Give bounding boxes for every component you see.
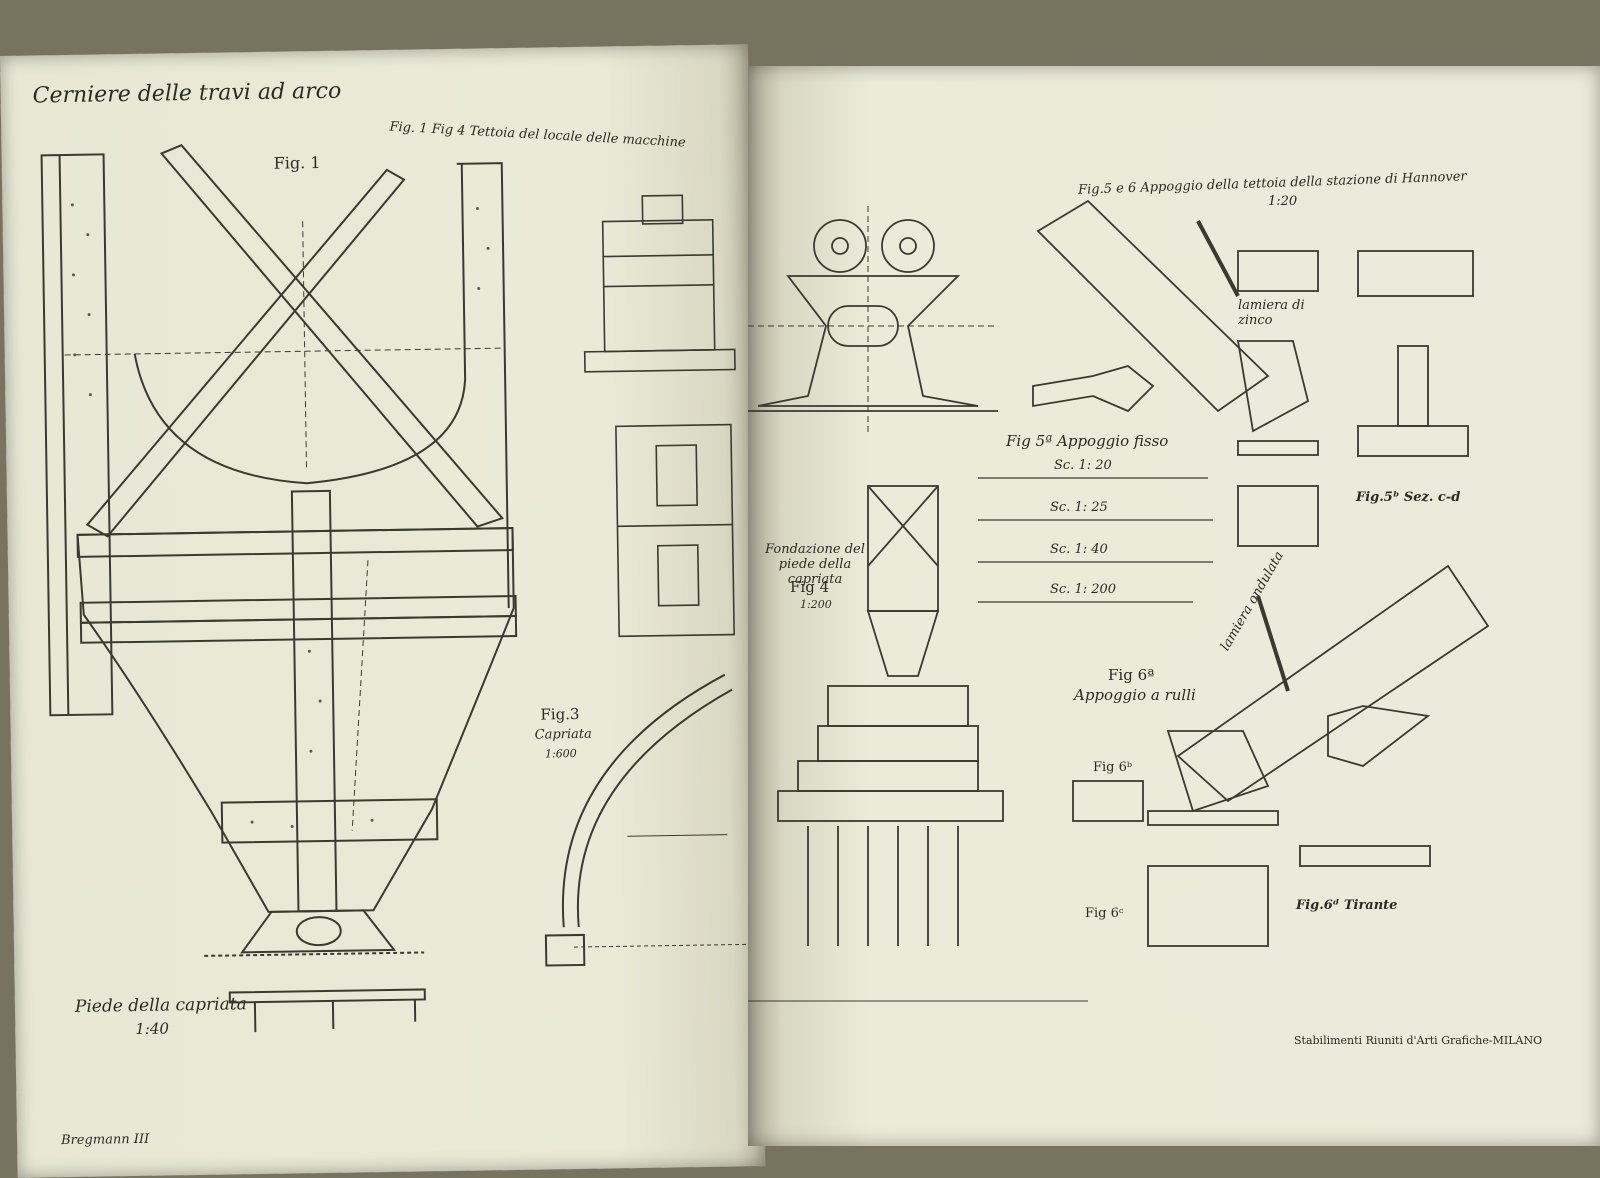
fig-small-plan bbox=[615, 423, 735, 638]
lamiera-zinco-label: lamiera di zinco bbox=[1238, 298, 1305, 328]
fig5a-caption: Fig 5ª Appoggio fisso bbox=[1006, 432, 1169, 450]
diagonal-1 bbox=[159, 143, 505, 528]
fig6d-label: Fig.6ᵈ Tirante bbox=[1296, 898, 1398, 913]
fig6b-drawing bbox=[1072, 780, 1144, 822]
fig4-scale: 1:200 bbox=[800, 598, 832, 611]
arch-curve bbox=[133, 163, 467, 485]
fig5-6-scale: 1:20 bbox=[1268, 194, 1298, 209]
right-drawings bbox=[748, 199, 1490, 1002]
scale-1-25: Sc. 1: 25 bbox=[1050, 500, 1108, 515]
hinge-base bbox=[240, 909, 397, 954]
fig3-arch bbox=[544, 673, 755, 967]
scale-1-20: Sc. 1: 20 bbox=[1054, 458, 1112, 473]
fig5a-bearing bbox=[1032, 199, 1319, 547]
fig6c-drawing bbox=[1147, 865, 1269, 947]
fig6a-subtitle: Appoggio a rulli bbox=[1074, 686, 1196, 704]
fig5b-caption: Fig.5ᵇ Sez. c-d bbox=[1356, 490, 1461, 505]
scale-bars bbox=[978, 477, 1213, 603]
fig6a-bearing bbox=[1147, 564, 1490, 826]
fig6b-label: Fig 6ᵇ bbox=[1093, 760, 1133, 775]
fig1-drawing bbox=[40, 143, 755, 1033]
fig4-label: Fig 4 bbox=[790, 578, 830, 596]
fig4-foundation bbox=[748, 485, 1088, 1002]
fig5b-section bbox=[1357, 250, 1474, 457]
fig6a-label: Fig 6ª bbox=[1108, 666, 1155, 684]
left-page: Cerniere delle travi ad arco Fig. 1 Fig.… bbox=[0, 44, 766, 1178]
left-column bbox=[40, 153, 114, 717]
scale-1-40: Sc. 1: 40 bbox=[1050, 542, 1108, 557]
fig-small-elevation bbox=[583, 194, 736, 373]
fig6c-label: Fig 6ᶜ bbox=[1085, 906, 1124, 921]
diagonal-2 bbox=[85, 168, 406, 538]
hinge-bearing bbox=[748, 206, 998, 436]
right-page: Fig.5 e 6 Appoggio della tettoia della s… bbox=[748, 66, 1600, 1146]
fig6d-drawing bbox=[1299, 845, 1431, 867]
scale-1-200: Sc. 1: 200 bbox=[1050, 582, 1117, 597]
fondazione-caption: Fondazione del piede della capriata bbox=[765, 542, 865, 587]
publisher-imprint: Stabilimenti Riuniti d'Arti Grafiche-MIL… bbox=[1294, 1034, 1543, 1047]
